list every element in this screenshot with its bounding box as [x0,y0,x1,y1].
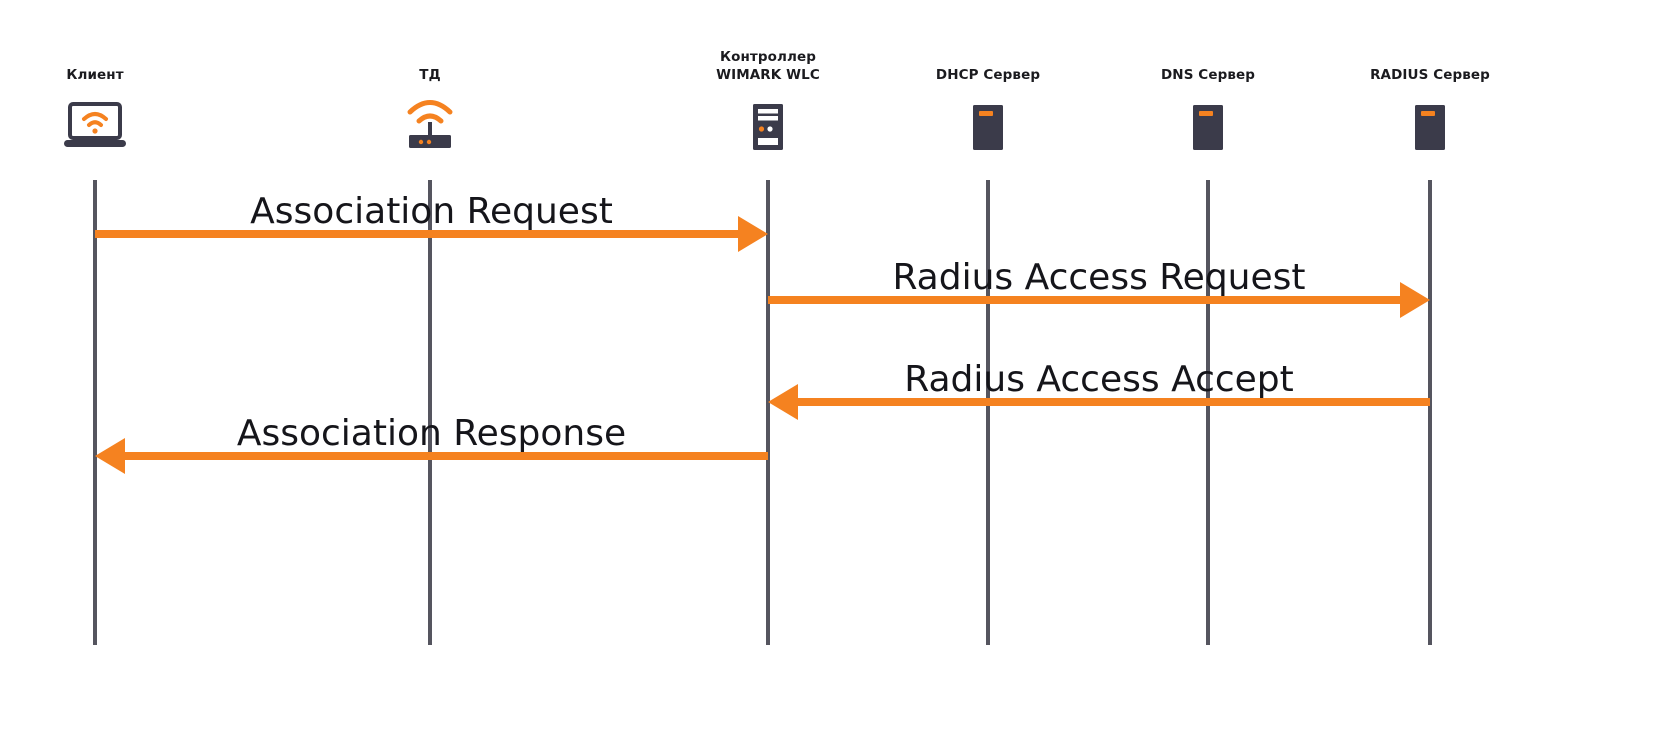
message-label: Radius Access Request [892,257,1306,298]
arrowhead-right-icon [738,216,768,252]
actor-label-dhcp-server: DHCP Сервер [935,67,1041,83]
message-shaft [95,230,740,238]
arrowhead-left-icon [768,384,798,420]
message-shaft [768,296,1402,304]
actor-client: Клиент [0,66,225,150]
actor-access-point: ТД [300,66,560,150]
message-label: Association Request [250,191,613,232]
lifeline-client [93,180,97,645]
message-label: Association Response [236,413,627,454]
laptop-wifi-icon [0,94,225,150]
lifeline-dhcp-server [986,180,990,645]
server-icon [858,94,1118,151]
access-point-icon [300,94,560,150]
actor-dns-server: DNS Сервер [1078,66,1338,151]
actor-dhcp-server: DHCP Сервер [858,66,1118,151]
actor-radius-server: RADIUS Сервер [1300,66,1560,151]
server-icon [1300,94,1560,151]
lifeline-dns-server [1206,180,1210,645]
message-radius-access-request: Radius Access Request [768,257,1430,318]
lifeline-access-point [428,180,432,645]
lifeline-radius-server [1428,180,1432,645]
server-icon [1078,94,1338,151]
actor-label-controller: Контроллер WIMARK WLC [716,49,820,84]
message-radius-access-accept: Radius Access Accept [768,359,1430,420]
message-shaft [123,452,768,460]
message-association-response: Association Response [95,413,768,474]
message-shaft [796,398,1430,406]
actor-controller: Контроллер WIMARK WLC [638,48,898,151]
actor-label-access-point: ТД [419,67,441,83]
actor-label-dns-server: DNS Сервер [1160,67,1256,83]
arrowhead-right-icon [1400,282,1430,318]
arrowhead-left-icon [95,438,125,474]
actor-label-client: Клиент [66,67,124,83]
message-association-request: Association Request [95,191,768,252]
tower-server-icon [638,94,898,151]
message-label: Radius Access Accept [904,359,1294,400]
actor-label-radius-server: RADIUS Сервер [1370,67,1490,83]
